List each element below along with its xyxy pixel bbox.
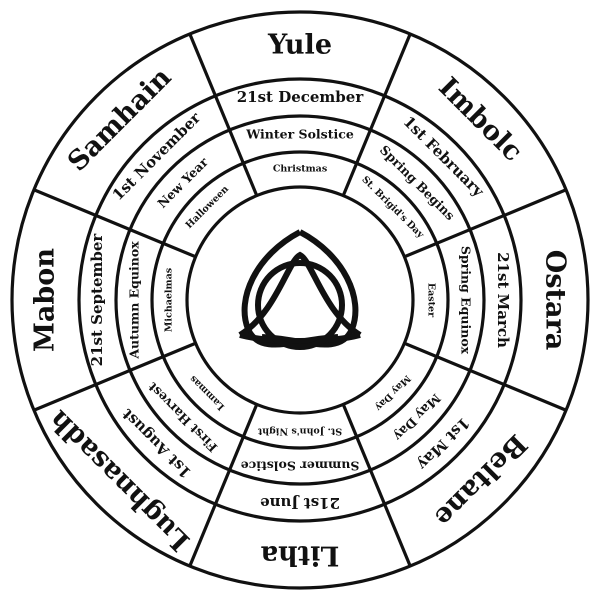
festival-date: 21st September [88,233,106,367]
segment-divider [188,403,259,567]
center-circle [185,185,415,415]
segment-divider [188,33,259,197]
festival-alt-name: Summer Solstice [241,459,360,474]
wheel-spokes [33,33,567,567]
outer-ring [10,10,590,590]
segment-divider [341,33,412,197]
wheel-rings [10,10,590,590]
festival-segment-mabon: Mabon 21st September Autumn Equinox Michael… [30,233,175,367]
festival-date: 21st December [237,88,365,106]
festival-christian-name: Easter [426,283,437,318]
festival-segment-litha: Litha 21st June Summer Solstice St. John's … [241,426,360,571]
festival-christian-name: Halloween [184,184,231,231]
festival-christian-name: St. John's Night [257,426,342,437]
festival-date: 21st March [494,252,512,348]
festival-alt-name: May Day [390,391,443,444]
christian-ring [150,150,450,450]
festival-date: 21st June [260,494,340,512]
festival-segment-ostara: Ostara 21st March Spring Equinox Easter [426,246,571,355]
festival-alt-name: Spring Equinox [459,246,474,355]
festival-christian-name: May Day [372,373,412,413]
festival-name: Yule [267,30,332,61]
segment-divider [403,341,567,412]
alt-name-ring [114,114,486,486]
date-ring [77,77,523,523]
triquetra-icon [238,229,362,350]
festival-name: Mabon [30,248,61,352]
festival-alt-name: Autumn Equinox [127,241,142,360]
festival-christian-name: Michaelmas [164,268,175,332]
festival-christian-name: Christmas [273,164,327,175]
segment-divider [403,188,567,259]
segment-divider [341,403,412,567]
festival-alt-name: Winter Solstice [245,127,354,142]
festival-name: Litha [261,540,340,571]
segment-divider [33,341,197,412]
segment-divider [33,188,197,259]
festival-name: Ostara [540,250,571,350]
